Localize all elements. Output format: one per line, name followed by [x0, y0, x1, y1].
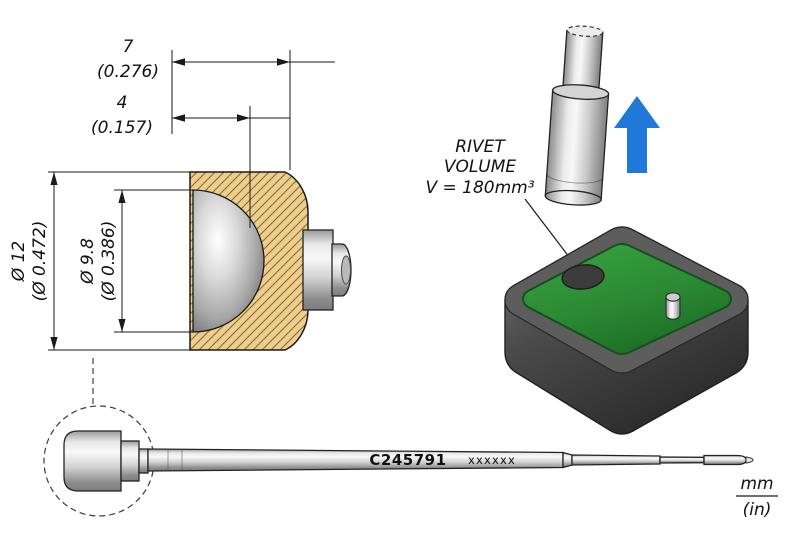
- rivet-body-rim: [552, 84, 610, 100]
- rear-stub-socket: [341, 255, 351, 285]
- shaft-step-1: [562, 451, 573, 469]
- rivet-fixture-block: [504, 226, 749, 435]
- cross-section-view: [189, 171, 352, 351]
- dimension-arrowheads: [50, 58, 290, 350]
- batch-code-label: xxxxxx: [468, 453, 516, 467]
- units-note: mm (in): [736, 474, 778, 520]
- cartridge-cap: [63, 430, 122, 492]
- rivet-cylinder: [544, 25, 610, 206]
- dim-dia-inner-in: (Ø 0.386): [99, 221, 119, 302]
- extension-lines-top: [171, 50, 291, 228]
- up-arrow-icon: [614, 96, 660, 173]
- rivet-cut-line: [566, 25, 604, 37]
- part-number-label: C245791: [369, 451, 446, 469]
- dim-width-inner-mm: 4: [117, 93, 128, 113]
- shaft-thin-section: [571, 454, 661, 466]
- rivet-hole: [561, 264, 605, 290]
- cartridge-ring: [120, 440, 140, 482]
- dim-dia-outer-mm: Ø 12: [9, 241, 29, 282]
- tip-barrel: [703, 454, 747, 466]
- dim-width-inner-in: (0.157): [91, 118, 153, 138]
- cartridge-side-view: C245791 xxxxxx: [43, 358, 754, 517]
- rivet-note-line1: RIVET: [455, 137, 506, 157]
- units-primary: mm: [740, 474, 773, 494]
- rivet-note-line3: V = 180mm³: [425, 178, 534, 198]
- rivet-body-ring: [546, 173, 604, 184]
- rivet-body-bottom: [544, 189, 602, 206]
- dim-dia-inner-mm: Ø 9.8: [78, 238, 98, 285]
- units-secondary: (in): [743, 500, 772, 520]
- dimension-annotations: 7 (0.276) 4 (0.157) Ø 12 (Ø 0.472) Ø 9.8…: [9, 37, 335, 351]
- fixture-pin: [665, 292, 681, 320]
- cartridge-groove: [138, 448, 149, 474]
- extension-lines-left: [48, 171, 196, 351]
- shaft-rod: [659, 456, 705, 464]
- solder-ball-section: [192, 189, 265, 333]
- rivet-volume-note: RIVET VOLUME V = 180mm³: [425, 137, 581, 271]
- rivet-note-line2: VOLUME: [444, 157, 517, 177]
- rivet-rod: [561, 29, 604, 95]
- tip-end: [745, 456, 754, 464]
- dim-dia-outer-in: (Ø 0.472): [30, 221, 50, 302]
- dim-width-outer-in: (0.276): [97, 62, 159, 82]
- rear-stub-large: [302, 229, 334, 311]
- dim-width-outer-mm: 7: [123, 37, 134, 57]
